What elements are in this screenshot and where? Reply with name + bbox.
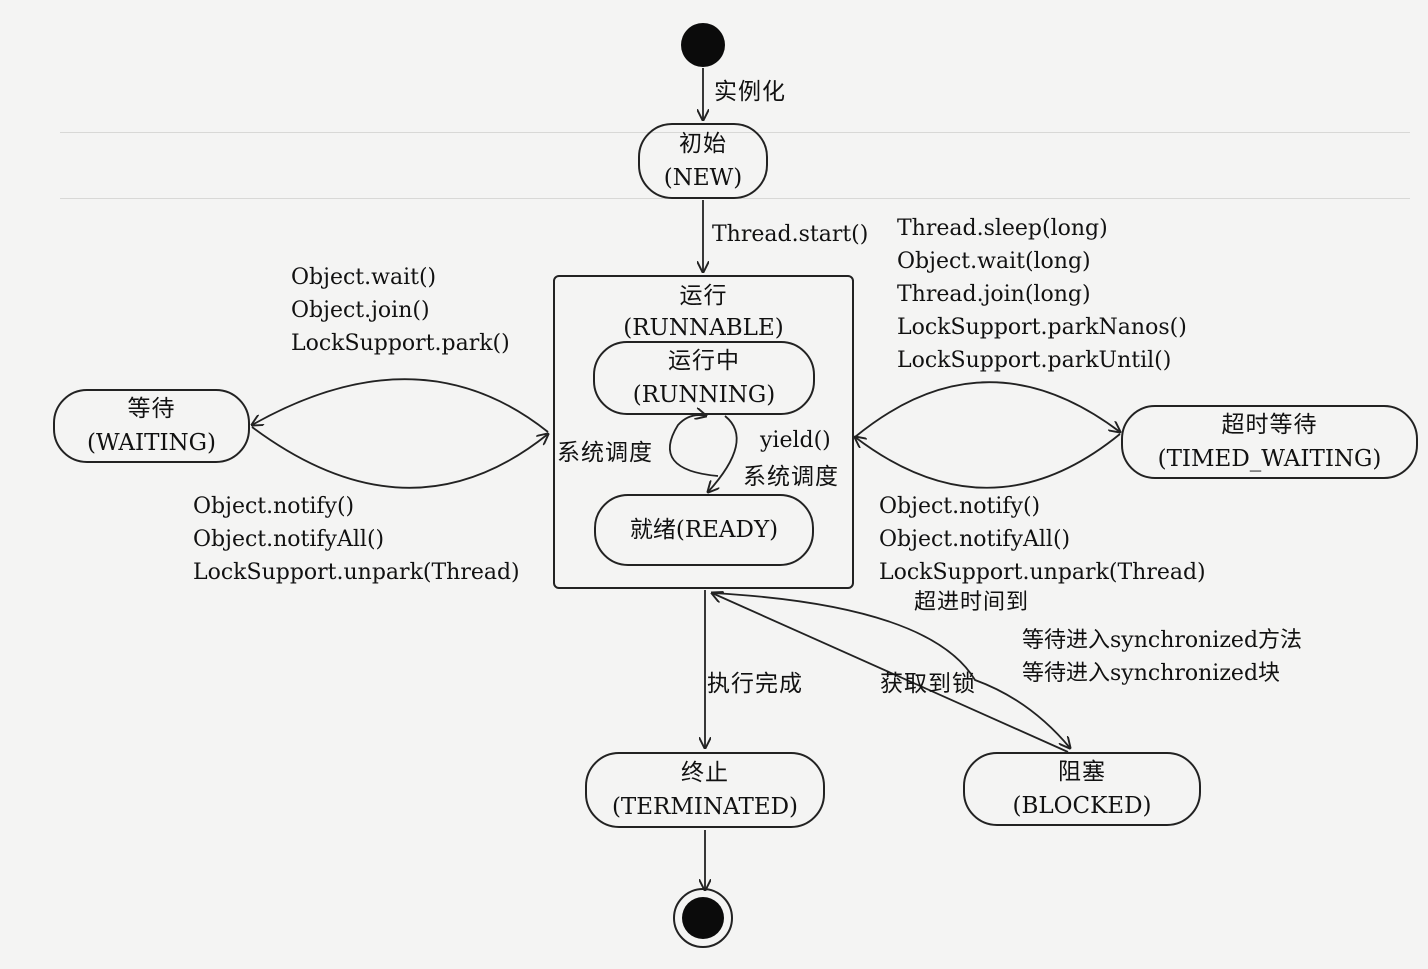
- state-new-name: 初始: [679, 131, 727, 157]
- state-runnable-name: 运行: [679, 283, 728, 309]
- state-running: 运行中 (RUNNING): [593, 341, 815, 415]
- edge-to-blocked: [711, 592, 1070, 748]
- label-to-waiting: Object.wait() Object.join() LockSupport.…: [291, 261, 510, 360]
- label-from-waiting-line: Object.notifyAll(): [193, 527, 385, 552]
- final-node-dot: [682, 897, 724, 939]
- edge-to-timed-waiting: [854, 381, 1120, 438]
- state-blocked-name: 阻塞: [1058, 759, 1106, 785]
- state-timed-waiting-name: 超时等待: [1221, 412, 1318, 438]
- state-timed-waiting: 超时等待 (TIMED_WAITING): [1121, 405, 1418, 479]
- state-runnable-code: (RUNNABLE): [623, 315, 784, 341]
- state-waiting-name: 等待: [127, 396, 176, 422]
- edge-got-lock: [712, 593, 1069, 753]
- edge-yield: [708, 415, 738, 492]
- initial-node: [681, 23, 725, 67]
- label-to-timed-waiting-line: Thread.join(long): [897, 282, 1091, 307]
- state-waiting-code: (WAITING): [86, 430, 217, 456]
- label-got-lock: 获取到锁: [880, 671, 976, 697]
- label-from-timed-waiting: Object.notify() Object.notifyAll() LockS…: [879, 490, 1206, 589]
- edge-from-waiting: [251, 426, 548, 489]
- edge-to-waiting: [252, 378, 549, 433]
- label-start: Thread.start(): [712, 222, 869, 247]
- label-to-blocked-line: 等待进入synchronized方法: [1022, 628, 1303, 653]
- label-from-timed-waiting-line: Object.notifyAll(): [879, 527, 1071, 552]
- label-to-blocked-line: 等待进入synchronized块: [1022, 661, 1281, 686]
- label-instantiate: 实例化: [714, 79, 786, 105]
- state-new-code: (NEW): [663, 165, 743, 191]
- label-from-waiting-line: LockSupport.unpark(Thread): [193, 560, 520, 585]
- final-node-ring: [673, 888, 733, 948]
- edge-schedule-left: [668, 415, 719, 477]
- label-to-timed-waiting: Thread.sleep(long) Object.wait(long) Thr…: [897, 212, 1187, 377]
- label-to-waiting-line: Object.wait(): [291, 265, 437, 290]
- state-terminated: 终止 (TERMINATED): [585, 752, 825, 828]
- label-schedule-right: 系统调度: [743, 464, 839, 490]
- label-from-waiting-line: Object.notify(): [193, 494, 355, 519]
- state-new: 初始 (NEW): [638, 123, 768, 199]
- label-to-waiting-line: LockSupport.park(): [291, 331, 510, 356]
- state-terminated-code: (TERMINATED): [611, 794, 799, 820]
- label-from-timed-waiting-line: Object.notify(): [879, 494, 1041, 519]
- label-timeout: 超进时间到: [914, 590, 1030, 615]
- label-to-blocked: 等待进入synchronized方法 等待进入synchronized块: [1022, 624, 1302, 690]
- state-timed-waiting-code: (TIMED_WAITING): [1157, 446, 1382, 472]
- state-ready: 就绪(READY): [594, 494, 814, 566]
- state-runnable: 运行 (RUNNABLE): [553, 275, 854, 589]
- state-running-name: 运行中: [668, 348, 740, 374]
- label-to-timed-waiting-line: LockSupport.parkUntil(): [897, 348, 1172, 373]
- state-blocked-code: (BLOCKED): [1012, 793, 1152, 819]
- label-to-waiting-line: Object.join(): [291, 298, 430, 323]
- state-running-code: (RUNNING): [632, 382, 776, 408]
- label-from-waiting: Object.notify() Object.notifyAll() LockS…: [193, 490, 520, 589]
- label-to-timed-waiting-line: Object.wait(long): [897, 249, 1091, 274]
- state-waiting: 等待 (WAITING): [53, 389, 250, 463]
- state-terminated-name: 终止: [681, 760, 729, 786]
- label-to-timed-waiting-line: LockSupport.parkNanos(): [897, 315, 1187, 340]
- label-to-timed-waiting-line: Thread.sleep(long): [897, 216, 1108, 241]
- label-done: 执行完成: [707, 671, 803, 697]
- label-from-timed-waiting-line: LockSupport.unpark(Thread): [879, 560, 1206, 585]
- label-schedule-left: 系统调度: [557, 440, 653, 466]
- edge-from-timed-waiting: [855, 433, 1121, 489]
- state-ready-text: 就绪(READY): [629, 517, 779, 543]
- state-blocked: 阻塞 (BLOCKED): [963, 752, 1201, 826]
- label-yield: yield(): [760, 428, 831, 453]
